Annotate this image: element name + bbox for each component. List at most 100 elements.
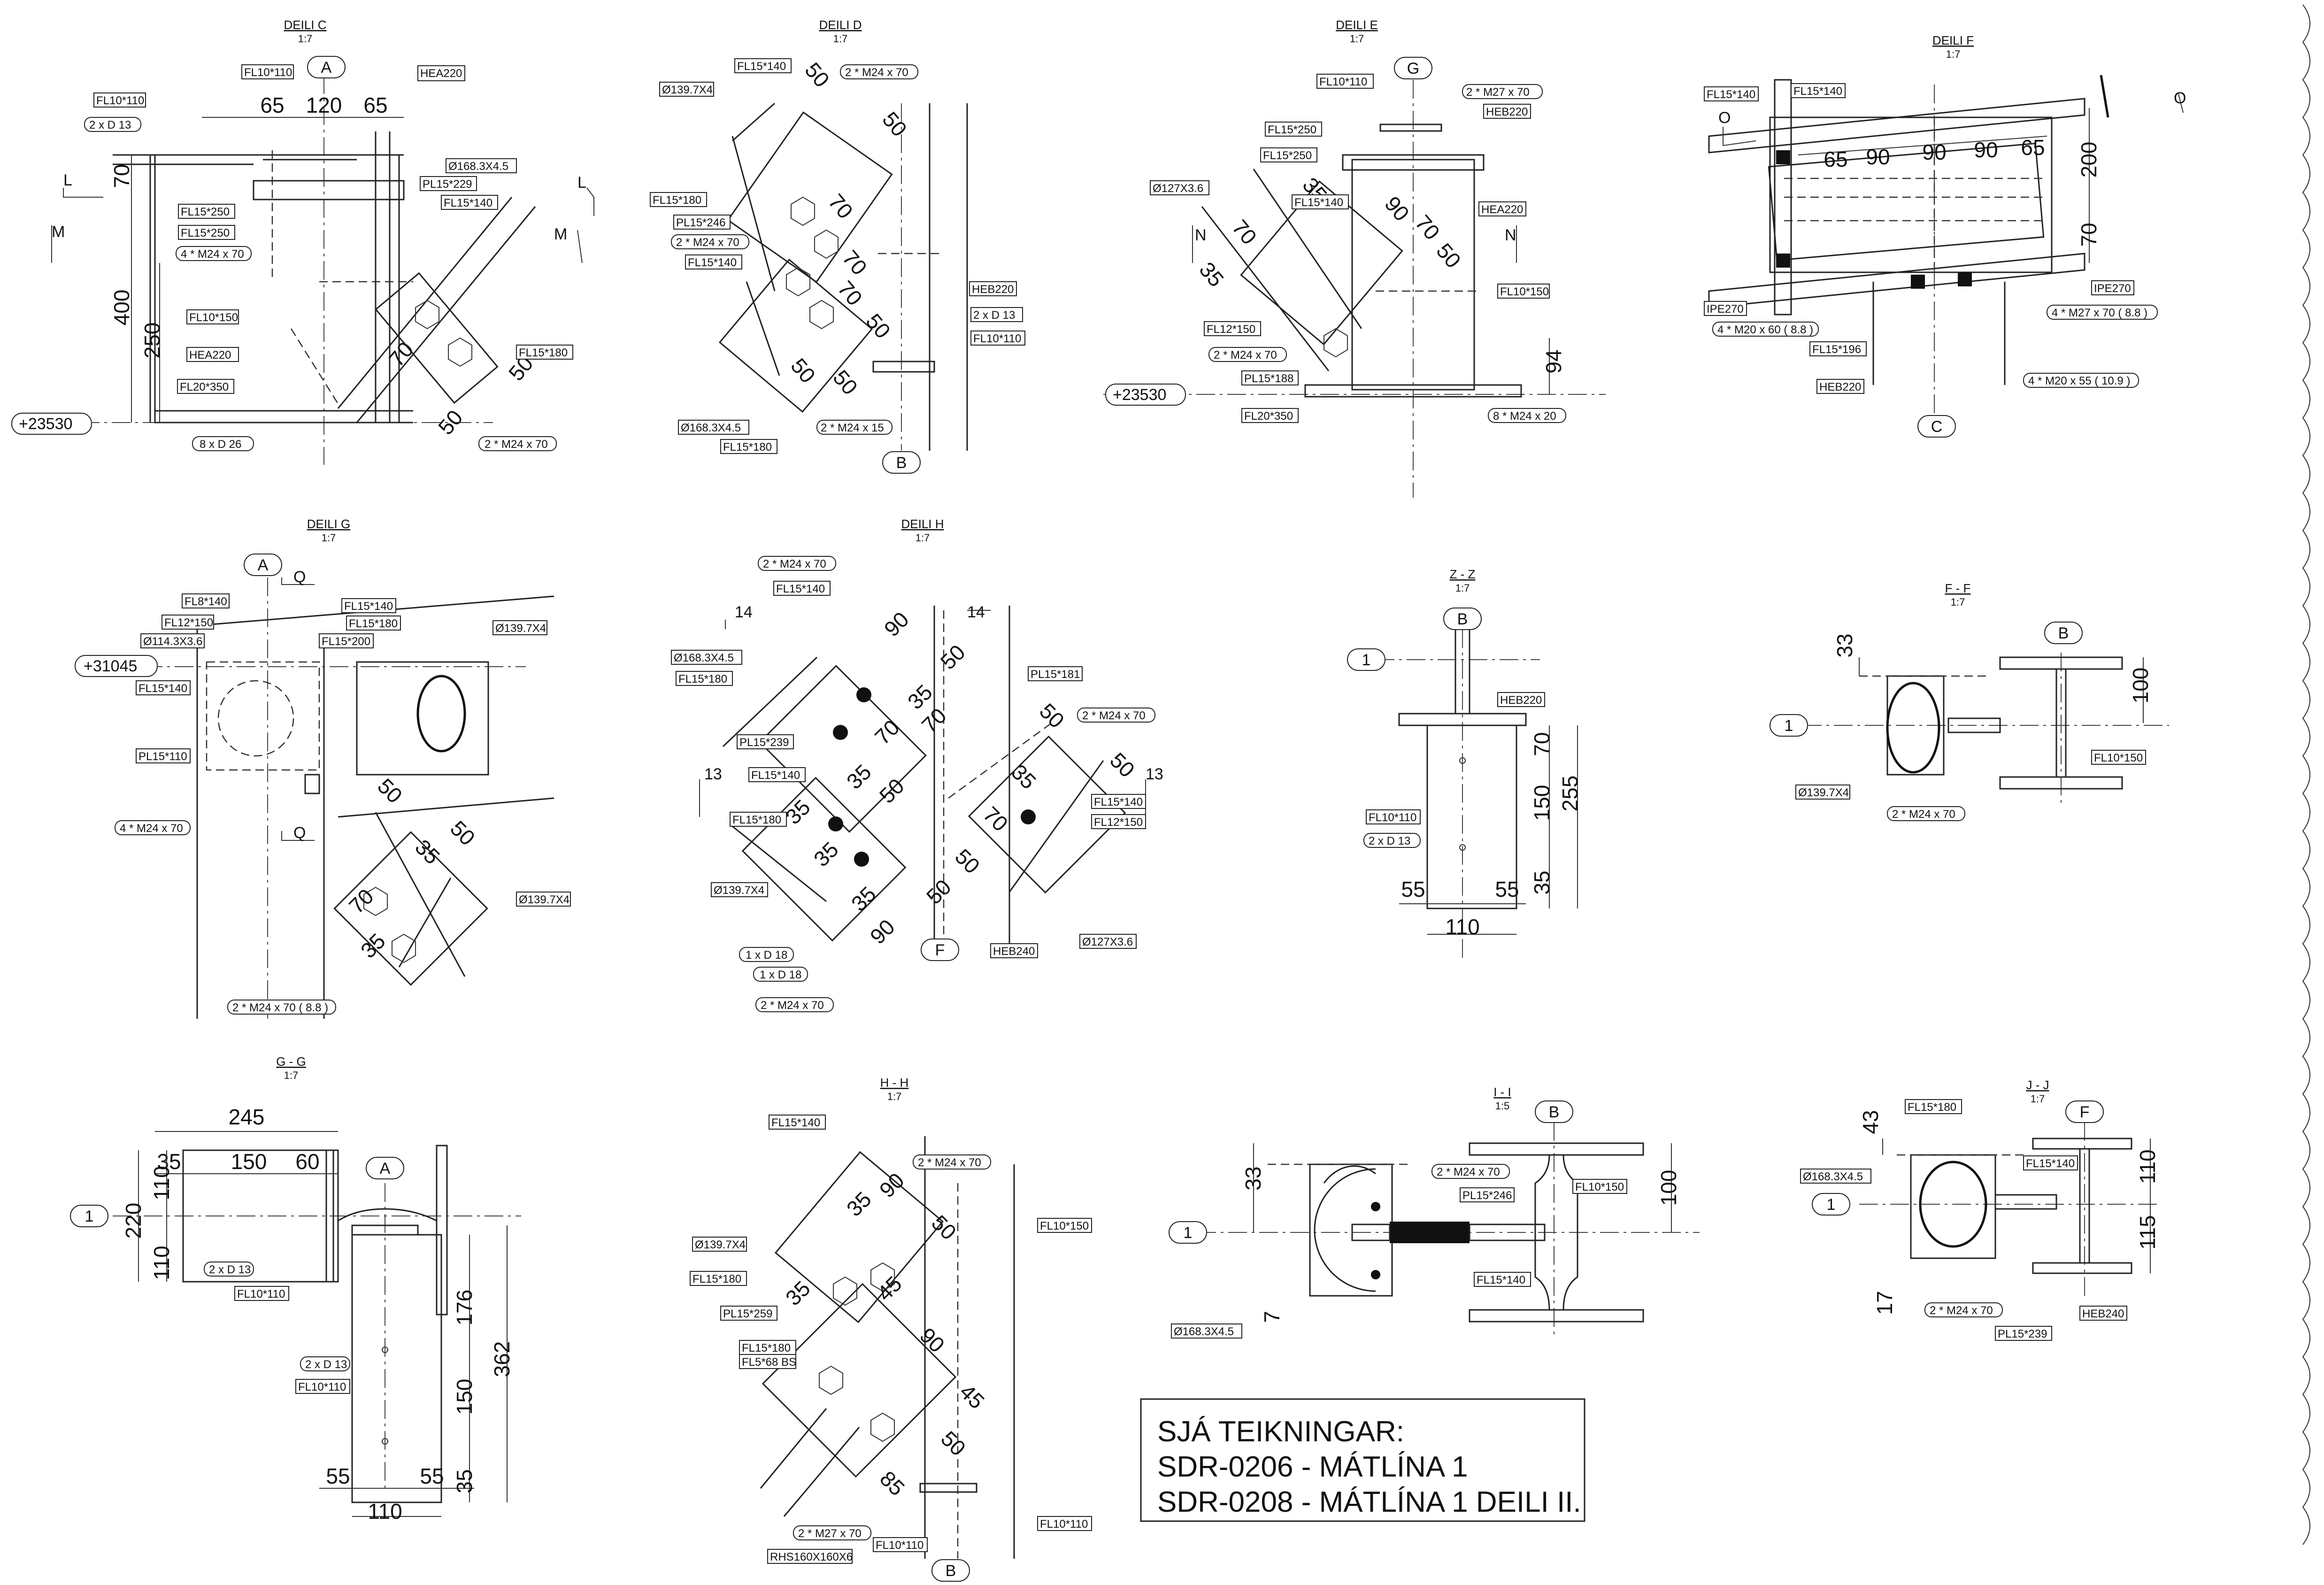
label-c-4: Ø168.3X4.5	[448, 160, 508, 173]
dim-zz-1: 150	[1530, 785, 1554, 821]
label-zz-2: 2 x D 13	[1369, 835, 1410, 847]
label-jj-5: HEB240	[2082, 1308, 2124, 1320]
scale-deili-f: 1:7	[1946, 48, 1961, 60]
title-deili-f: DEILI F	[1932, 33, 1974, 47]
dim-gg-12: 35	[452, 1469, 477, 1493]
label-f-0: FL15*140	[1707, 88, 1755, 101]
section-m-right: M	[554, 225, 567, 243]
grid-marker-hh-1: B	[946, 1562, 956, 1580]
label-gg-2: 2 x D 13	[305, 1358, 347, 1371]
label-f-4: 4 * M27 x 70 ( 8.8 )	[2052, 307, 2147, 319]
dim-zz-4: 55	[1401, 877, 1425, 901]
section-14-left: 14	[735, 603, 753, 621]
grid-marker-ii-b: B	[1549, 1103, 1560, 1121]
section-13-right: 13	[1146, 765, 1163, 783]
label-gg-0: 2 x D 13	[209, 1263, 251, 1276]
title-deili-e: DEILI E	[1336, 18, 1378, 32]
detail-f: 65 90 90 90 65 200 70 O O FL15*140 FL15*…	[1704, 75, 2186, 438]
dim-c-4: 400	[109, 290, 134, 326]
label-d-0: FL15*140	[737, 60, 786, 73]
label-e-4: FL15*250	[1263, 149, 1312, 162]
label-d-1: 2 * M24 x 70	[845, 66, 908, 79]
level-g: +31045	[84, 657, 137, 675]
label-g-4: FL15*180	[349, 617, 398, 630]
label-e-11: PL15*188	[1244, 372, 1293, 385]
dim-f-0: 65	[1824, 147, 1847, 171]
label-c-15: 2 * M24 x 70	[485, 438, 548, 451]
section-l-right: L	[577, 174, 586, 192]
label-g-3: FL15*140	[344, 600, 393, 613]
grid-marker-ii-1: 1	[1184, 1224, 1193, 1242]
dim-jj-3: 17	[1872, 1291, 1897, 1315]
label-ii-1: PL15*246	[1462, 1189, 1512, 1202]
label-e-9: FL12*150	[1207, 323, 1255, 336]
label-g-5: FL15*200	[322, 635, 370, 648]
label-h-4: PL15*239	[739, 736, 789, 749]
scale-deili-c: 1:7	[298, 33, 313, 45]
grid-marker-h-f: F	[935, 941, 945, 959]
label-h-9: FL15*140	[1094, 796, 1143, 808]
label-g-8: PL15*110	[139, 750, 187, 763]
scale-deili-h: 1:7	[916, 532, 930, 544]
label-h-5: PL15*181	[1031, 668, 1080, 681]
title-i-i: I - I	[1493, 1085, 1511, 1099]
label-f-8: 4 * M20 x 55 ( 10.9 )	[2028, 375, 2130, 387]
label-ff-1: Ø139.7X4	[1798, 786, 1849, 799]
label-e-0: FL10*110	[1319, 76, 1367, 88]
label-jj-2: Ø168.3X4.5	[1803, 1170, 1863, 1183]
label-hh-1: 2 * M24 x 70	[918, 1156, 981, 1169]
grid-marker-gg-a: A	[380, 1160, 391, 1177]
scale-deili-d: 1:7	[833, 33, 848, 45]
dim-ii-2: 7	[1260, 1311, 1284, 1323]
scale-i-i: 1:5	[1495, 1100, 1510, 1112]
label-hh-2: FL10*150	[1040, 1220, 1089, 1232]
label-e-7: HEA220	[1481, 203, 1523, 216]
label-h-12: HEB240	[993, 945, 1035, 958]
title-z-z: Z - Z	[1450, 567, 1476, 581]
label-e-3: FL15*250	[1268, 123, 1316, 136]
label-d-5: 2 * M24 x 70	[676, 236, 739, 249]
dim-f-2: 90	[1922, 140, 1946, 164]
label-hh-0: FL15*140	[771, 1116, 820, 1129]
label-c-10: FL10*150	[189, 311, 238, 324]
note-line-2: SDR-0206 - MÁTLÍNA 1	[1157, 1451, 1468, 1483]
note-line-1: SJÁ TEIKNINGAR:	[1157, 1416, 1404, 1448]
title-f-f: F - F	[1945, 581, 1971, 595]
label-h-14: 1 x D 18	[746, 949, 787, 962]
label-d-3: FL15*180	[653, 194, 701, 207]
label-h-3: FL15*180	[678, 673, 727, 685]
label-g-2: Ø114.3X3.6	[143, 635, 202, 648]
label-e-5: Ø127X3.6	[1153, 182, 1203, 195]
label-jj-4: PL15*239	[1998, 1328, 2047, 1340]
label-c-6: FL15*140	[444, 197, 493, 209]
dim-ff-0: 33	[1832, 633, 1857, 657]
label-h-10: FL12*150	[1094, 816, 1143, 829]
label-jj-3: 2 * M24 x 70	[1930, 1304, 1993, 1317]
label-d-7: HEB220	[972, 283, 1014, 296]
label-d-2: Ø139.7X4	[662, 84, 713, 96]
label-f-3: IPE270	[2094, 282, 2131, 295]
note-line-3: SDR-0208 - MÁTLÍNA 1 DEILI II.	[1157, 1486, 1581, 1518]
grid-marker-gg-1: 1	[85, 1208, 94, 1225]
label-f-2: IPE270	[1707, 303, 1744, 315]
detail-g: 50 35 50 70 35 Q Q FL8*140 FL12*150 Ø114…	[75, 554, 571, 1019]
label-d-8: 2 x D 13	[973, 309, 1015, 322]
label-e-2: HEB220	[1486, 106, 1528, 118]
grid-marker-zz-b: B	[1457, 610, 1468, 628]
dim-gg-11: 55	[420, 1464, 444, 1488]
label-c-7: FL15*250	[181, 206, 230, 218]
label-c-0: FL10*110	[244, 66, 292, 79]
level-e: +23530	[1113, 386, 1166, 404]
dim-zz-3: 35	[1530, 870, 1554, 894]
section-l-left: L	[63, 171, 72, 189]
dim-zz-5: 55	[1495, 877, 1519, 901]
reference-note: SJÁ TEIKNINGAR: SDR-0206 - MÁTLÍNA 1 SDR…	[1140, 1398, 1585, 1522]
label-h-15: 1 x D 18	[760, 969, 801, 981]
label-c-5: PL15*229	[423, 178, 472, 191]
dim-c-0: 65	[260, 93, 284, 117]
label-c-8: FL15*250	[181, 227, 230, 239]
label-gg-3: FL10*110	[298, 1381, 346, 1393]
grid-marker-g-a: A	[258, 556, 269, 574]
section-m-left: M	[52, 223, 65, 241]
